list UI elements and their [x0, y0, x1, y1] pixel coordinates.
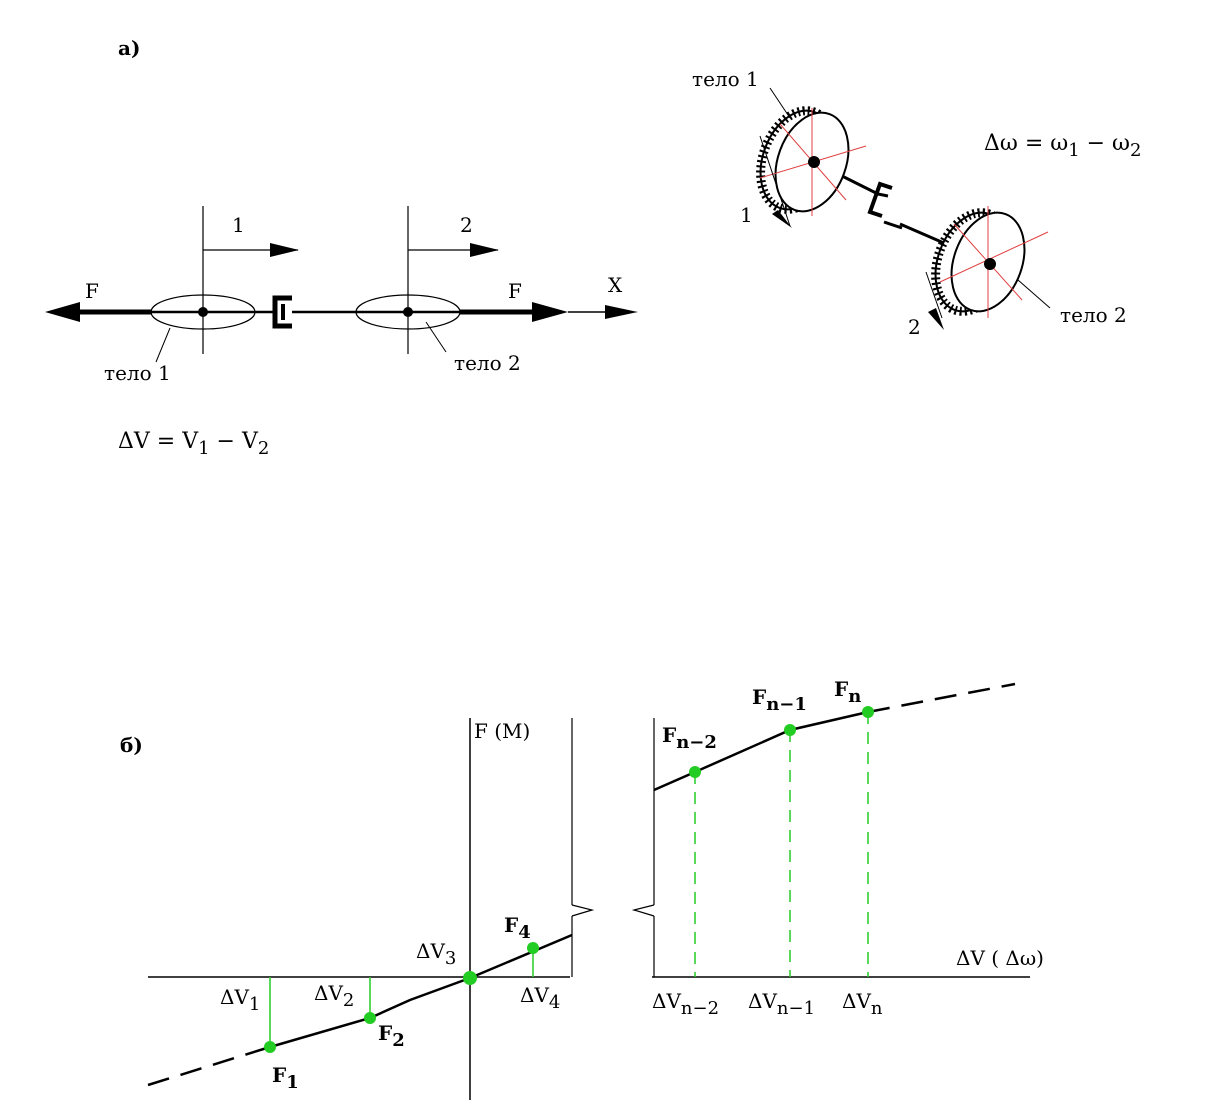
- dv2-label: ΔV2: [314, 981, 354, 1011]
- f-n-2-label: Fn−2: [662, 723, 717, 753]
- x-axis-arrowhead-icon: [605, 305, 638, 319]
- y-axis-label: F (M): [474, 719, 530, 743]
- curve-left-dashed: [147, 1045, 271, 1087]
- curve-left: [269, 933, 573, 1049]
- body1-leader: [155, 327, 171, 363]
- arrow2-head-icon: [470, 243, 499, 257]
- dv4-label: ΔV4: [520, 983, 560, 1013]
- rot-damper-cup: [867, 181, 893, 218]
- point-marker-n: [862, 706, 874, 718]
- body1-label: тело 1: [104, 361, 171, 385]
- f4-label: F4: [504, 913, 531, 943]
- rot-arrow1-label: 1: [740, 203, 753, 227]
- body2-center: [403, 307, 413, 317]
- disk2-rotation-line: [925, 271, 943, 319]
- disk2-leader: [1017, 279, 1051, 309]
- curve-right-dashed: [867, 682, 1016, 714]
- part-a-label: а): [118, 36, 140, 60]
- body2-label: тело 2: [454, 351, 521, 375]
- part-b-label: б): [120, 733, 143, 757]
- point-marker-1: [264, 1041, 276, 1053]
- disk1-rotation-line: [759, 135, 791, 227]
- dv-n-2-label: ΔVn−2: [652, 989, 719, 1019]
- rot-body2-label: тело 2: [1060, 303, 1127, 327]
- arrow1-label: 1: [232, 213, 245, 237]
- force-right-label: F: [508, 279, 522, 303]
- rot-damper-rod: [883, 220, 903, 230]
- point-marker-2: [364, 1012, 376, 1024]
- point-marker-4: [527, 942, 539, 954]
- rot-body1-label: тело 1: [692, 67, 759, 91]
- linear-two-body-scheme: F F X 1 2 тело 1 тело 2 ΔV = V1 − V2: [45, 206, 638, 459]
- axis-x-label: X: [608, 273, 623, 297]
- disk1-rotation-arrow-icon: [772, 210, 792, 228]
- rotational-two-body-scheme: тело 1 тело 2 1 2 Δω = ω1 − ω2: [692, 67, 1141, 339]
- dv-n-1-label: ΔVn−1: [748, 989, 815, 1019]
- dv1-label: ΔV1: [220, 985, 260, 1015]
- dv3-label: ΔV3: [416, 939, 456, 969]
- linear-formula: ΔV = V1 − V2: [118, 429, 269, 459]
- break-right-zigzag: [631, 904, 655, 917]
- point-marker-n-2: [689, 766, 701, 778]
- disk1: [756, 106, 867, 216]
- f-n-1-label: Fn−1: [752, 685, 807, 715]
- left-force-arrowhead-icon: [45, 302, 80, 322]
- arrow1-head-icon: [270, 243, 299, 257]
- dv-n-label: ΔVn: [842, 989, 883, 1019]
- f1-label: F1: [272, 1063, 299, 1093]
- arrow2-label: 2: [460, 213, 473, 237]
- rot-arrow2-label: 2: [908, 315, 921, 339]
- damper-cup: [272, 295, 292, 329]
- point-marker-3: [463, 971, 477, 985]
- break-left-zigzag: [571, 904, 595, 917]
- right-force-arrowhead-icon: [532, 302, 568, 322]
- body1-center: [198, 307, 208, 317]
- rot-formula: Δω = ω1 − ω2: [984, 131, 1141, 161]
- body2-leader: [425, 321, 447, 353]
- force-velocity-graph: F (M) ΔV ( Δω) F1 F2 F4 Fn−2 Fn−1 Fn ΔV1…: [147, 677, 1044, 1100]
- f2-label: F2: [378, 1021, 405, 1051]
- rot-damper-piston: [877, 192, 889, 198]
- disk2-rotation-arrow-icon: [928, 308, 944, 330]
- disk1-leader: [769, 87, 791, 119]
- x-axis-label: ΔV ( Δω): [956, 946, 1044, 970]
- curve-right: [653, 710, 869, 792]
- force-left-label: F: [85, 279, 99, 303]
- f-n-label: Fn: [834, 677, 861, 707]
- disk2: [931, 206, 1049, 318]
- point-marker-n-1: [784, 724, 796, 736]
